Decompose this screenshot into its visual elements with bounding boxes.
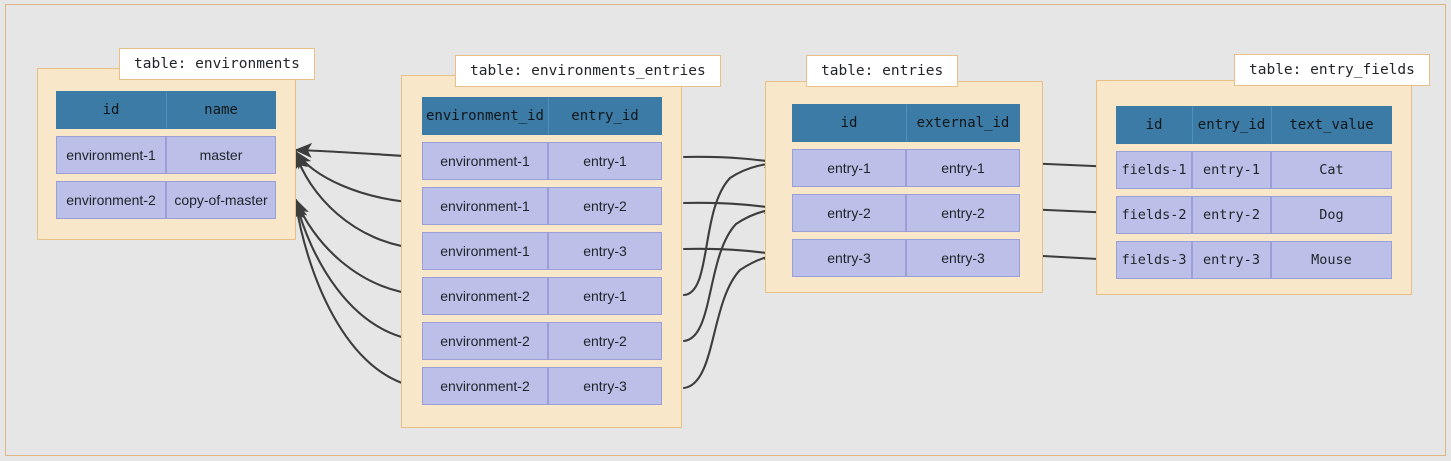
cell-external-id: entry-2 [906, 194, 1020, 232]
table-entries-grid: id external_id entry-1 entry-1 entry-2 e… [792, 104, 1020, 277]
table-environments-title: table: environments [119, 48, 315, 80]
table-row[interactable]: entry-3 entry-3 [792, 239, 1020, 277]
cell-entry-id: entry-1 [1192, 151, 1271, 189]
cell-external-id: entry-3 [906, 239, 1020, 277]
cell-id: environment-1 [56, 136, 166, 174]
cell-entry-id: entry-2 [548, 322, 662, 360]
table-row[interactable]: environment-1 entry-3 [422, 232, 662, 270]
cell-environment-id: environment-1 [422, 142, 548, 180]
table-row[interactable]: fields-3 entry-3 Mouse [1116, 241, 1392, 279]
cell-id: fields-1 [1116, 151, 1192, 189]
table-row[interactable]: environment-2 entry-1 [422, 277, 662, 315]
column-header: name [166, 91, 276, 129]
cell-environment-id: environment-1 [422, 187, 548, 225]
table-row[interactable]: entry-2 entry-2 [792, 194, 1020, 232]
cell-id: entry-3 [792, 239, 906, 277]
edge-to-environment-2 [290, 198, 424, 390]
table-row[interactable]: environment-2 entry-2 [422, 322, 662, 360]
table-row: id name [56, 91, 276, 129]
table-environments-entries-title: table: environments_entries [455, 55, 721, 87]
cell-entry-id: entry-2 [1192, 196, 1271, 234]
column-header: text_value [1271, 106, 1392, 144]
column-header: external_id [906, 104, 1020, 142]
table-row[interactable]: fields-2 entry-2 Dog [1116, 196, 1392, 234]
column-header: id [1116, 106, 1192, 144]
column-header: environment_id [422, 97, 548, 135]
cell-text-value: Dog [1271, 196, 1392, 234]
cell-environment-id: environment-2 [422, 322, 548, 360]
cell-id: fields-2 [1116, 196, 1192, 234]
table-environments-grid: id name environment-1 master environment… [56, 91, 276, 219]
table-row[interactable]: environment-1 entry-2 [422, 187, 662, 225]
cell-environment-id: environment-1 [422, 232, 548, 270]
table-row: id external_id [792, 104, 1020, 142]
table-row[interactable]: environment-2 copy-of-master [56, 181, 276, 219]
cell-entry-id: entry-1 [548, 142, 662, 180]
cell-text-value: Cat [1271, 151, 1392, 189]
cell-name: master [166, 136, 276, 174]
cell-environment-id: environment-2 [422, 277, 548, 315]
cell-entry-id: entry-3 [548, 232, 662, 270]
table-row[interactable]: environment-2 entry-3 [422, 367, 662, 405]
table-entries-title: table: entries [806, 55, 959, 87]
table-entry-fields-grid: id entry_id text_value fields-1 entry-1 … [1116, 106, 1392, 279]
table-row: environment_id entry_id [422, 97, 662, 135]
table-row[interactable]: fields-1 entry-1 Cat [1116, 151, 1392, 189]
column-header: entry_id [548, 97, 662, 135]
table-row: id entry_id text_value [1116, 106, 1392, 144]
cell-id: fields-3 [1116, 241, 1192, 279]
cell-name: copy-of-master [166, 181, 276, 219]
cell-text-value: Mouse [1271, 241, 1392, 279]
cell-environment-id: environment-2 [422, 367, 548, 405]
cell-entry-id: entry-3 [548, 367, 662, 405]
cell-entry-id: entry-2 [548, 187, 662, 225]
table-row[interactable]: environment-1 entry-1 [422, 142, 662, 180]
cell-external-id: entry-1 [906, 149, 1020, 187]
table-row[interactable]: environment-1 master [56, 136, 276, 174]
cell-id: entry-2 [792, 194, 906, 232]
cell-id: environment-2 [56, 181, 166, 219]
cell-id: entry-1 [792, 149, 906, 187]
table-environments-entries-grid: environment_id entry_id environment-1 en… [422, 97, 662, 405]
cell-entry-id: entry-1 [548, 277, 662, 315]
table-row[interactable]: entry-1 entry-1 [792, 149, 1020, 187]
column-header: id [56, 91, 166, 129]
column-header: id [792, 104, 906, 142]
column-header: entry_id [1192, 106, 1271, 144]
table-entry-fields-title: table: entry_fields [1234, 54, 1430, 86]
cell-entry-id: entry-3 [1192, 241, 1271, 279]
